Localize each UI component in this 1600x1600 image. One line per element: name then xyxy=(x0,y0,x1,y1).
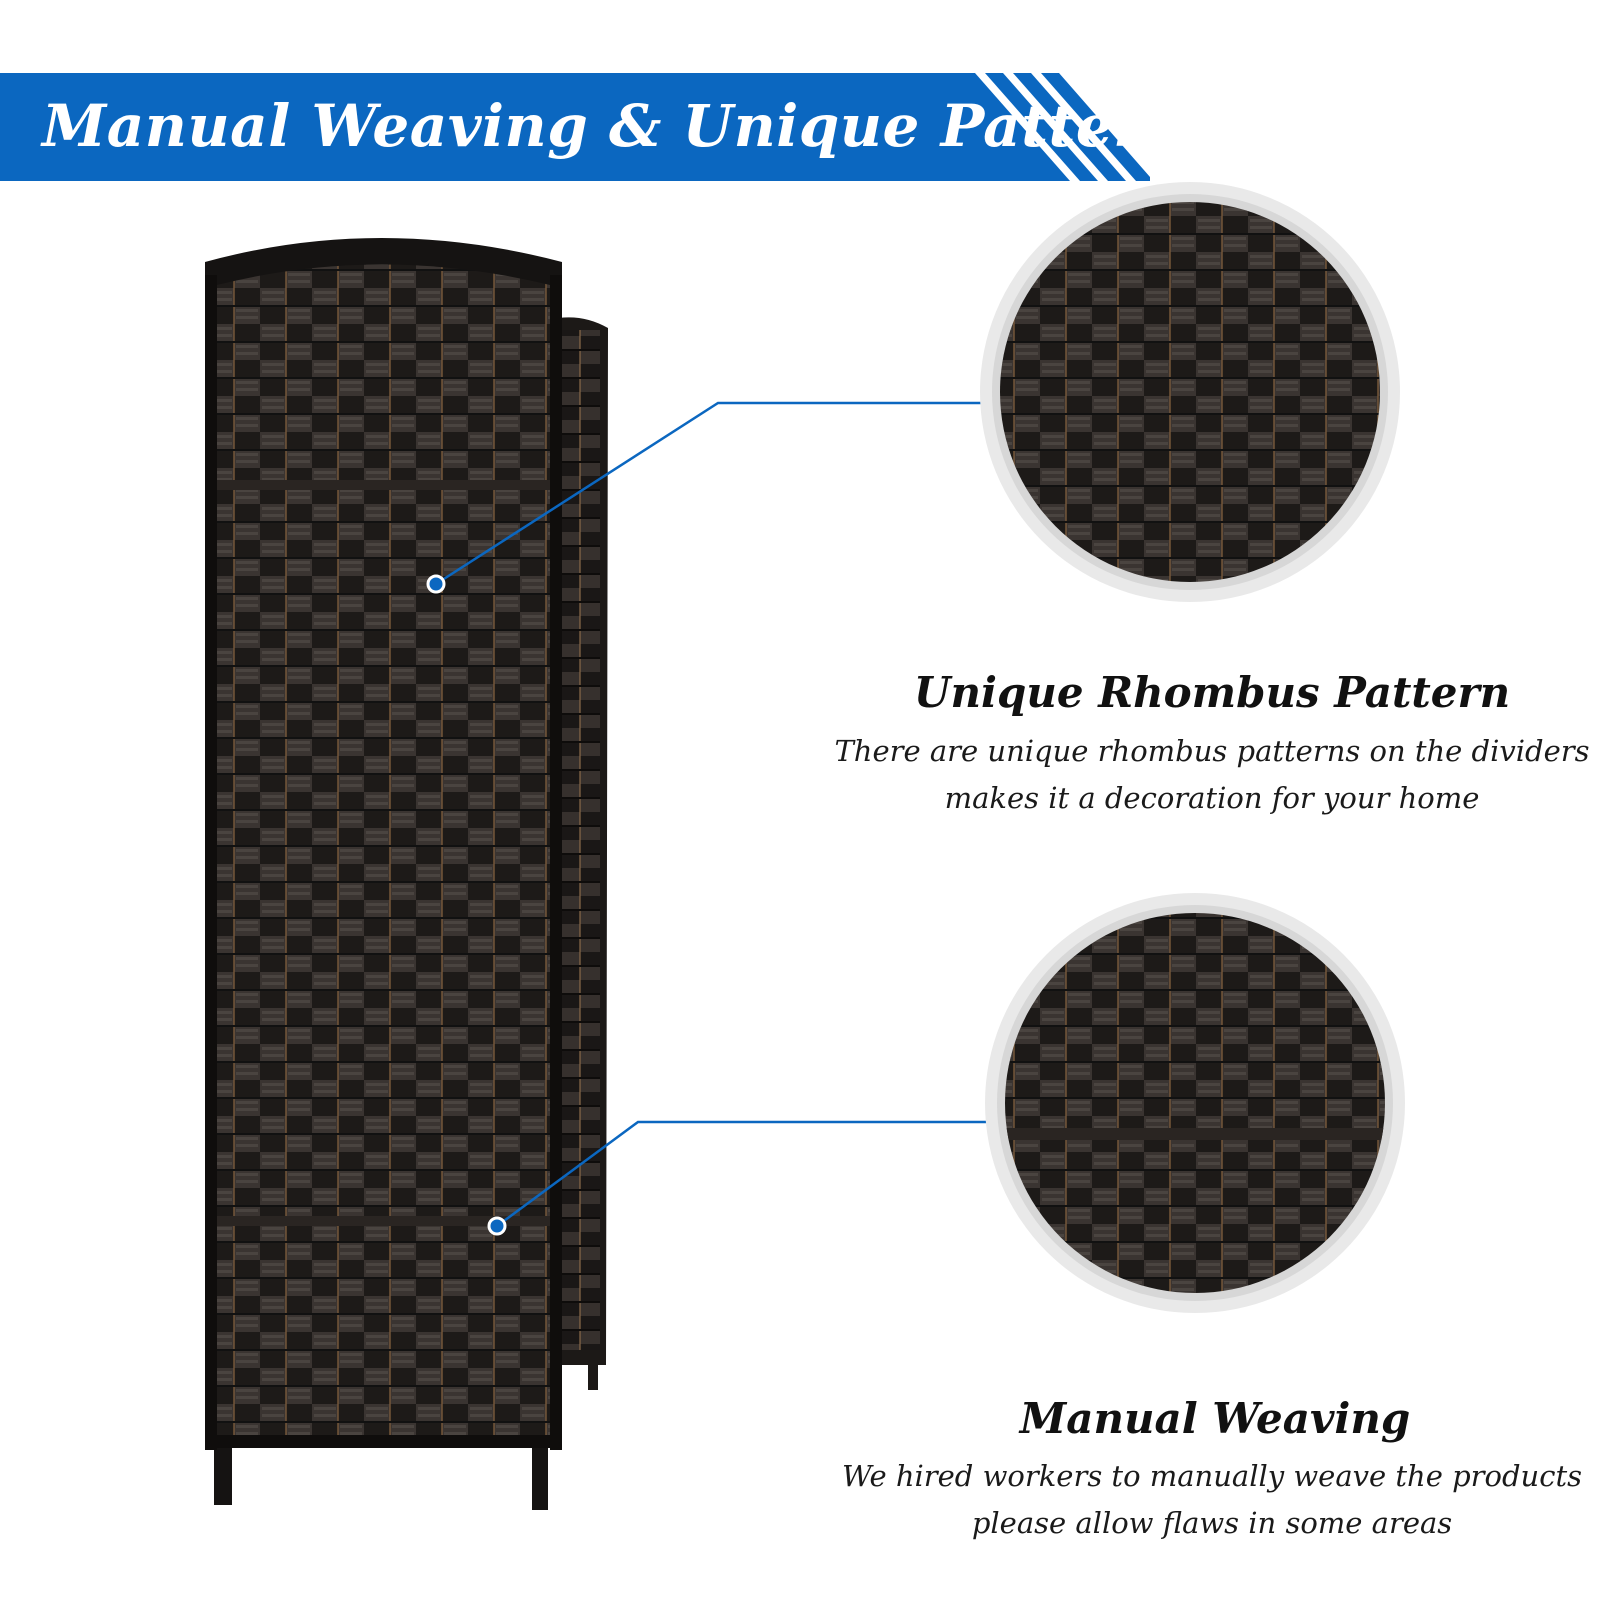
feature-line: We hired workers to manually weave the p… xyxy=(842,1459,1582,1493)
header-banner xyxy=(0,73,1150,181)
room-divider-back-panel xyxy=(548,317,608,1390)
room-divider-front-panel xyxy=(205,238,562,1510)
feature-title-pattern: Unique Rhombus Pattern xyxy=(913,668,1511,717)
feature-description-weaving: We hired workers to manually weave the p… xyxy=(812,1453,1600,1547)
zoom-detail-weaving xyxy=(985,893,1405,1313)
feature-line: There are unique rhombus patterns on the… xyxy=(834,734,1590,768)
banner-title: Manual Weaving & Unique Pattern xyxy=(42,92,1187,160)
banner-stripes xyxy=(985,73,1150,181)
feature-line: makes it a decoration for your home xyxy=(944,781,1480,815)
banner-background xyxy=(0,73,1070,181)
callout-top xyxy=(426,401,1005,594)
callout-bottom xyxy=(487,1120,1012,1236)
feature-description-pattern: There are unique rhombus patterns on the… xyxy=(812,728,1600,822)
feature-line: please allow flaws in some areas xyxy=(971,1506,1453,1540)
feature-title-weaving: Manual Weaving xyxy=(1019,1394,1411,1443)
zoom-detail-pattern xyxy=(980,182,1400,602)
